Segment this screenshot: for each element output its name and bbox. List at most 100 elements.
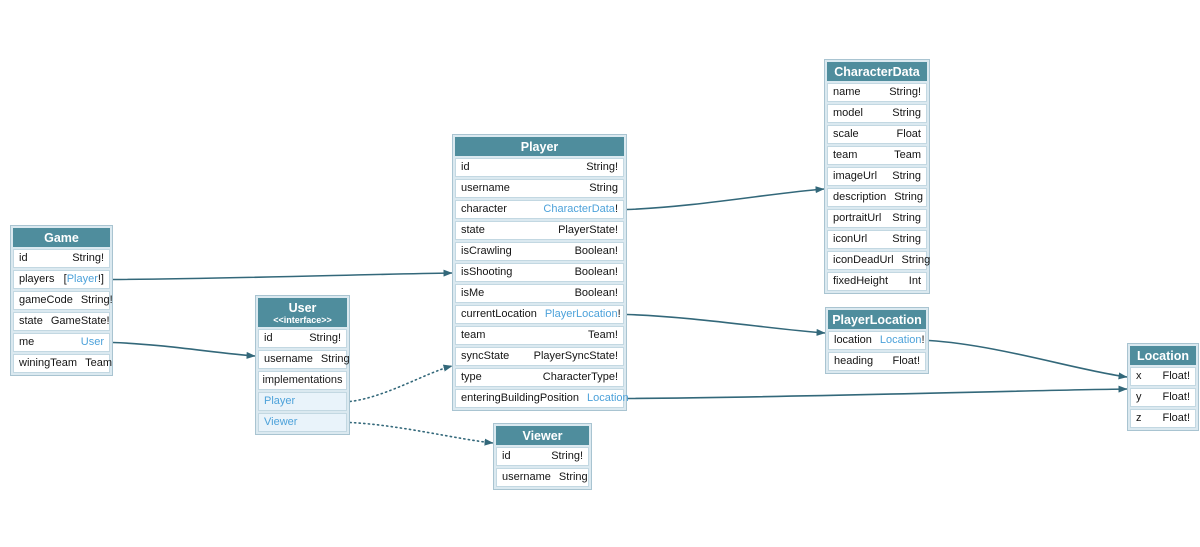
field-name: Player: [264, 395, 296, 407]
field-name: id: [502, 450, 511, 462]
node-header-user[interactable]: User<<interface>>: [258, 298, 347, 327]
field-type: Location!: [880, 331, 925, 350]
field-type: User: [81, 333, 104, 352]
field-row-entering-building-position[interactable]: enteringBuildingPosition Location: [455, 389, 629, 408]
edge-game-players-to-player: [112, 269, 453, 281]
type-link[interactable]: CharacterData: [543, 203, 615, 215]
node-header-player-location[interactable]: PlayerLocation: [828, 310, 926, 329]
field-row-state[interactable]: state PlayerState!: [455, 221, 624, 240]
edge-player-entering-building-position-to-location: [626, 385, 1128, 400]
field-row-me[interactable]: me User: [13, 333, 110, 352]
field-row-viewer[interactable]: Viewer: [258, 413, 347, 432]
node-header-game[interactable]: Game: [13, 228, 110, 247]
type-bracket: [: [63, 273, 67, 285]
field-row-id[interactable]: id String!: [496, 447, 589, 466]
field-name: team: [833, 149, 858, 161]
field-type: String!: [80, 294, 113, 306]
field-type: Team: [894, 149, 921, 161]
type-link[interactable]: Location: [587, 392, 629, 404]
node-header-viewer[interactable]: Viewer: [496, 426, 589, 445]
field-type: String!: [551, 450, 583, 462]
field-name: state: [461, 224, 485, 236]
node-title: Player: [520, 139, 559, 154]
type-link[interactable]: PlayerLocation: [544, 308, 618, 320]
field-name: enteringBuildingPosition: [461, 392, 580, 404]
field-row-location[interactable]: location Location!: [828, 331, 926, 350]
field-row-team[interactable]: team Team: [827, 146, 927, 165]
field-type: Team!: [588, 329, 618, 341]
field-row-description[interactable]: description String: [827, 188, 927, 207]
field-type: String!: [586, 161, 618, 173]
field-type: Float: [896, 128, 921, 140]
field-row-players[interactable]: players[Player!]: [13, 270, 110, 289]
field-type: String: [892, 233, 921, 245]
field-name: location: [834, 334, 872, 346]
field-name: description: [833, 191, 887, 203]
field-name: imageUrl: [833, 170, 878, 182]
field-type: PlayerState!: [558, 224, 618, 236]
node-header-player[interactable]: Player: [455, 137, 624, 156]
field-name: name: [833, 86, 861, 98]
field-type: PlayerSyncState!: [533, 350, 618, 362]
node-header-character-data[interactable]: CharacterData: [827, 62, 927, 81]
field-name: type: [461, 371, 482, 383]
field-name: z: [1136, 412, 1142, 424]
field-row-player[interactable]: Player: [258, 392, 347, 411]
field-name: id: [19, 252, 28, 264]
node-header-location[interactable]: Location: [1130, 346, 1196, 365]
field-name: me: [19, 336, 35, 348]
field-type: String: [589, 182, 618, 194]
field-type: String: [892, 107, 921, 119]
type-link[interactable]: User: [80, 336, 104, 348]
type-link[interactable]: Location: [879, 334, 922, 346]
field-type: String: [558, 471, 588, 483]
type-link[interactable]: Player: [66, 273, 98, 285]
field-name: fixedHeight: [833, 275, 889, 287]
field-name: y: [1136, 391, 1142, 403]
type-suffix: !]: [97, 273, 104, 285]
field-type: String: [894, 191, 923, 203]
field-name: isMe: [461, 287, 485, 299]
field-name: implementations: [262, 374, 343, 386]
edge-player-current-location-to-player-location: [626, 313, 826, 336]
node-title: User: [288, 300, 317, 315]
field-name: winingTeam: [19, 357, 78, 369]
field-row-implementations[interactable]: implementations: [258, 371, 347, 390]
field-type: [Player!]: [64, 270, 104, 289]
field-name: character: [461, 203, 507, 215]
